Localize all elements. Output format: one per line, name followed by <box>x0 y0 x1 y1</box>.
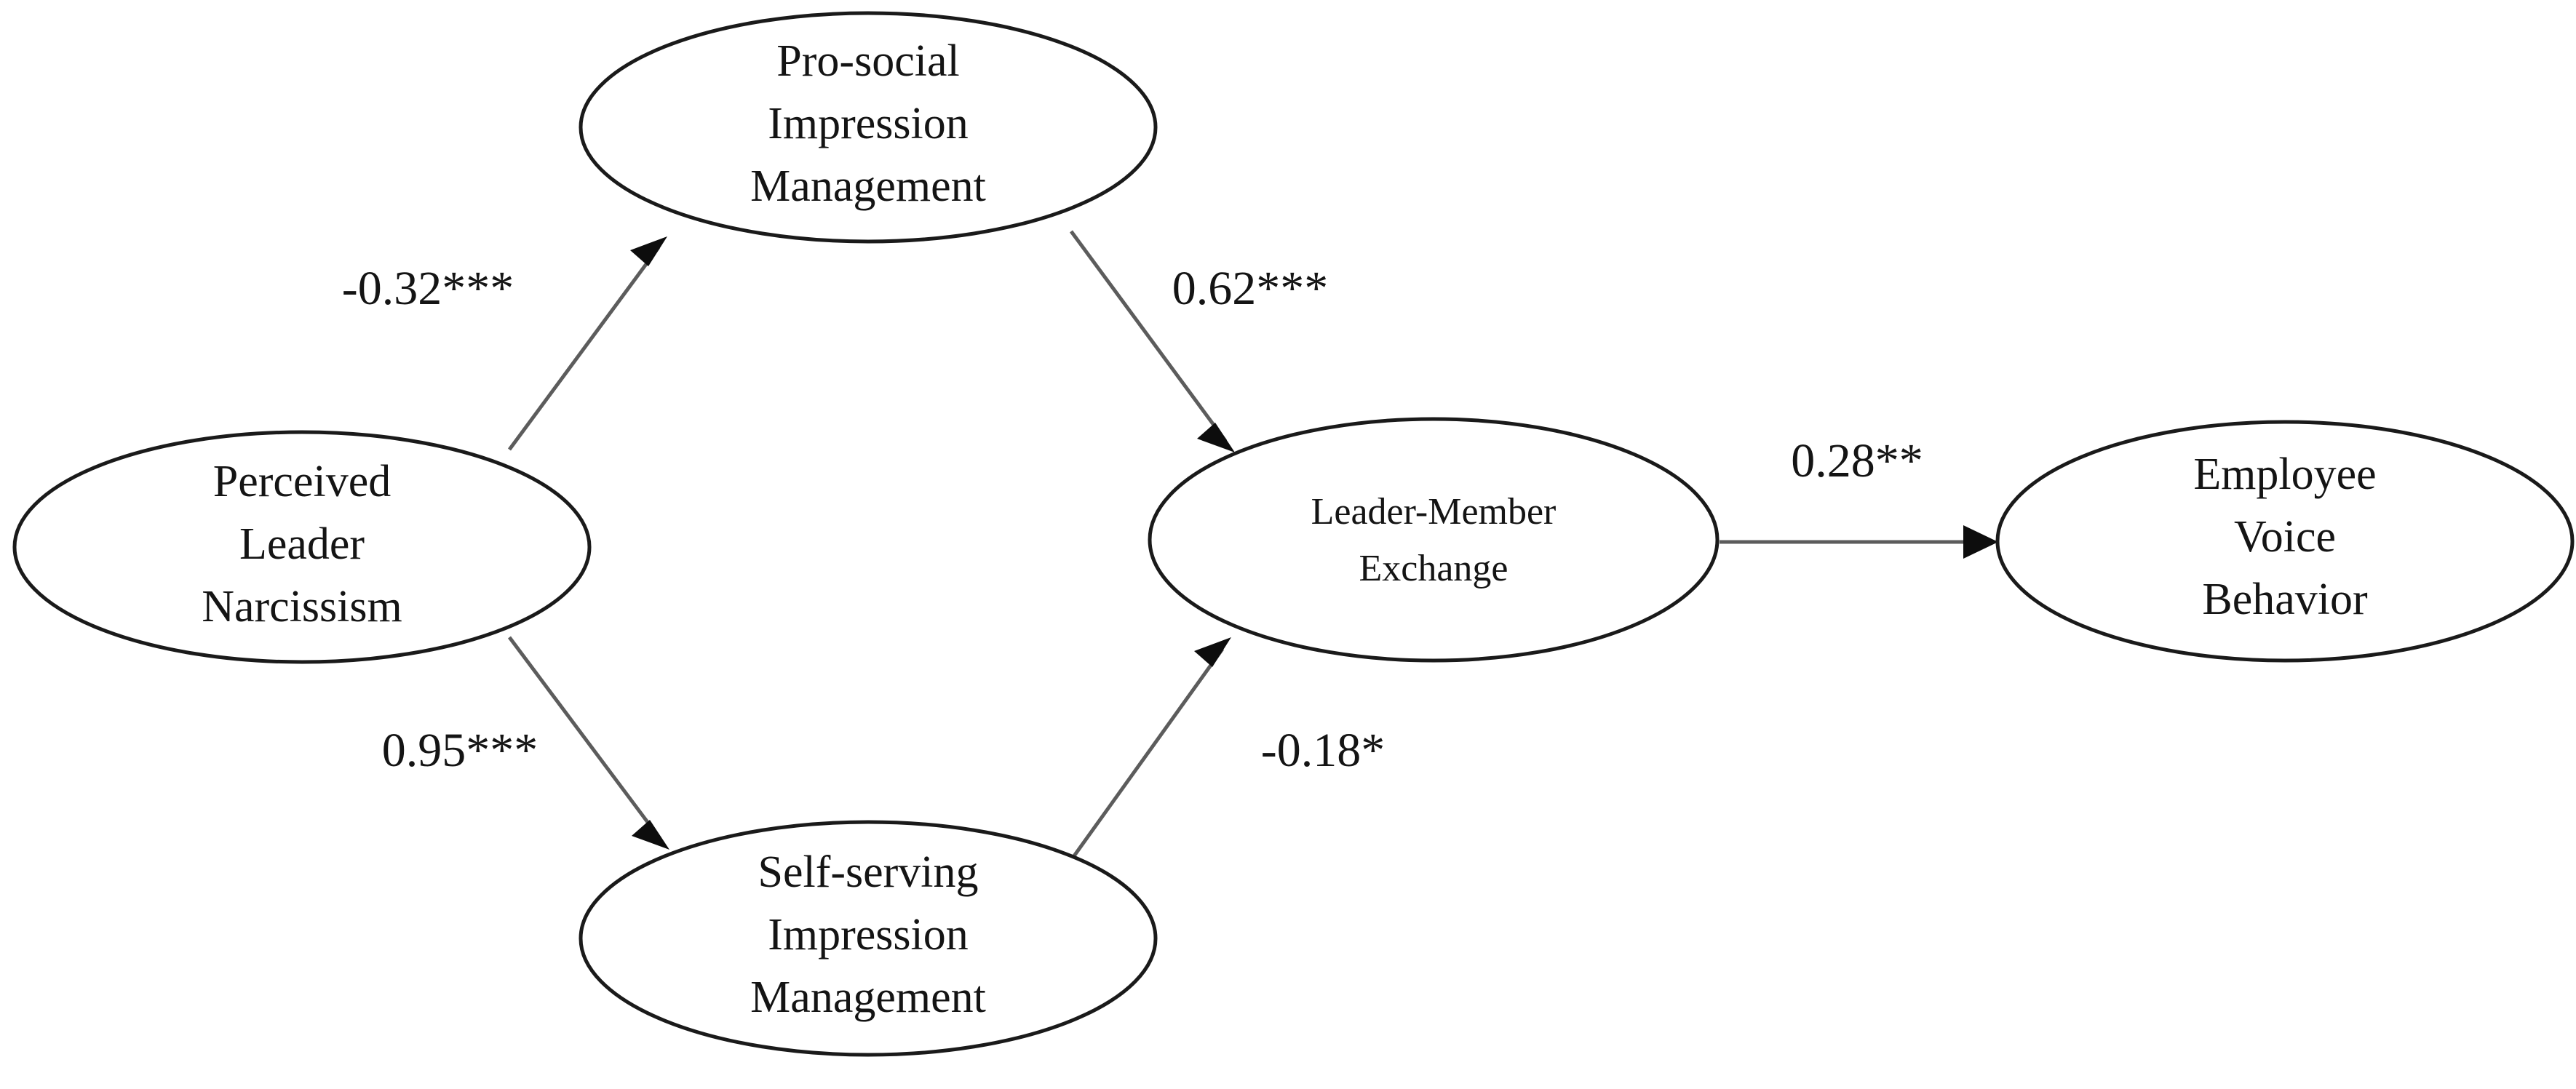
node-perceived-leader-narcissism[interactable]: Perceived Leader Narcissism <box>12 430 592 664</box>
edge-prosocial-to-lmx[interactable]: 0.62*** <box>1069 230 1329 452</box>
node-label-pro-social-impression-management-line2: Impression <box>768 99 969 148</box>
node-label-pro-social-impression-management-line1: Pro-social <box>776 36 959 86</box>
edge-line-prosocial-to-lmx <box>1069 230 1228 442</box>
node-label-pro-social-impression-management-line3: Management <box>750 161 986 211</box>
edge-label-narcissism-to-prosocial: -0.32*** <box>342 262 514 315</box>
node-label-employee-voice-behavior-line2: Voice <box>2234 512 2336 562</box>
edge-line-selfserving-to-lmx <box>1071 647 1225 858</box>
edge-lmx-to-voice[interactable]: 0.28** <box>1720 434 1998 559</box>
edge-narcissism-to-selfserving[interactable]: 0.95*** <box>382 636 669 850</box>
node-ellipse-pro-social-impression-management <box>579 11 1158 244</box>
node-label-employee-voice-behavior-line3: Behavior <box>2202 575 2368 624</box>
arrowhead-icon-narcissism-to-prosocial <box>630 236 667 266</box>
node-ellipse-self-serving-impression-management <box>579 820 1158 1057</box>
node-label-perceived-leader-narcissism-line1: Perceived <box>213 457 391 506</box>
arrowhead-icon-lmx-to-voice <box>1963 525 1998 559</box>
node-label-leader-member-exchange-line1: Leader-Member <box>1311 491 1557 532</box>
node-ellipse-leader-member-exchange <box>1148 417 1720 663</box>
node-label-self-serving-impression-management-line1: Self-serving <box>758 847 978 897</box>
node-label-leader-member-exchange-line2: Exchange <box>1359 548 1508 589</box>
node-leader-member-exchange[interactable]: Leader-Member Exchange <box>1148 417 1720 663</box>
arrowhead-icon-selfserving-to-lmx <box>1194 637 1231 667</box>
edge-selfserving-to-lmx[interactable]: -0.18* <box>1071 637 1385 858</box>
edge-line-narcissism-to-prosocial <box>507 246 661 451</box>
edge-narcissism-to-prosocial[interactable]: -0.32*** <box>342 236 667 451</box>
node-label-perceived-leader-narcissism-line2: Leader <box>239 519 365 569</box>
node-label-self-serving-impression-management-line3: Management <box>750 973 986 1022</box>
arrowhead-icon-prosocial-to-lmx <box>1197 423 1235 452</box>
node-label-perceived-leader-narcissism-line3: Narcissism <box>202 582 402 631</box>
node-employee-voice-behavior[interactable]: Employee Voice Behavior <box>1995 420 2575 663</box>
node-ellipse-perceived-leader-narcissism <box>12 430 592 664</box>
edge-label-selfserving-to-lmx: -0.18* <box>1261 724 1385 777</box>
node-pro-social-impression-management[interactable]: Pro-social Impression Management <box>579 11 1158 244</box>
edge-label-narcissism-to-selfserving: 0.95*** <box>382 724 538 777</box>
node-label-self-serving-impression-management-line2: Impression <box>768 910 969 960</box>
node-label-employee-voice-behavior-line1: Employee <box>2193 450 2376 499</box>
node-ellipse-employee-voice-behavior <box>1995 420 2575 663</box>
edge-line-narcissism-to-selfserving <box>507 636 662 840</box>
edge-label-prosocial-to-lmx: 0.62*** <box>1172 262 1329 315</box>
node-self-serving-impression-management[interactable]: Self-serving Impression Management <box>579 820 1158 1057</box>
arrowhead-icon-narcissism-to-selfserving <box>632 820 669 850</box>
edge-label-lmx-to-voice: 0.28** <box>1791 434 1923 487</box>
